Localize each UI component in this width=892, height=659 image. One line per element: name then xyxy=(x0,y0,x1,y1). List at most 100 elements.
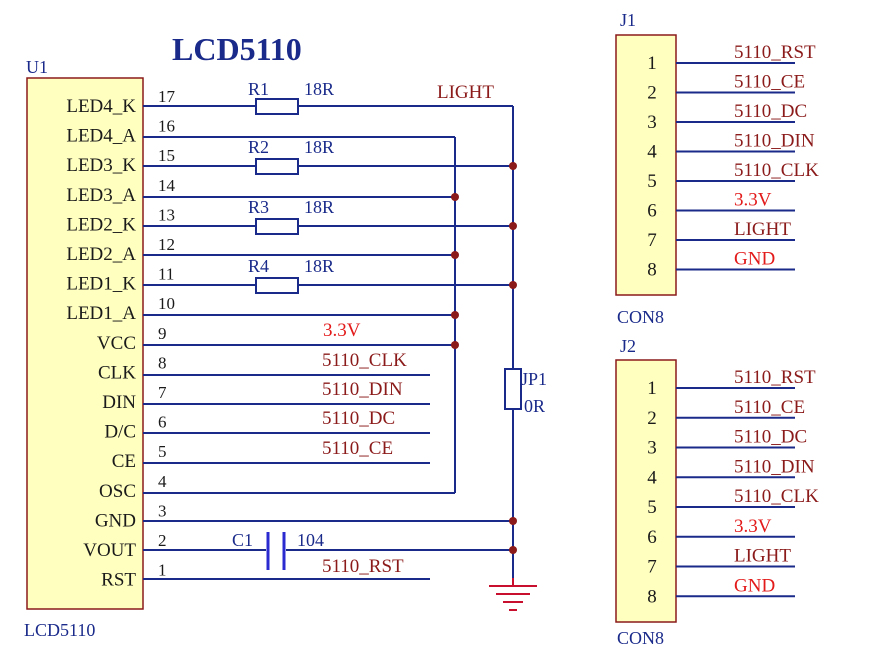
u1-pin-number: 8 xyxy=(158,353,167,372)
connector-net-label: 5110_DIN xyxy=(734,131,815,152)
connector-value: CON8 xyxy=(617,307,664,327)
junction-dot xyxy=(451,311,459,319)
junction-dot xyxy=(509,517,517,525)
connector-refdes: J1 xyxy=(620,10,636,30)
connector-net-label: LIGHT xyxy=(734,546,791,567)
connector-net-label: 3.3V xyxy=(734,516,772,537)
u1-pin-name: LED3_A xyxy=(66,185,136,206)
net-label-clk: 5110_CLK xyxy=(322,350,407,371)
junction-dot xyxy=(451,193,459,201)
connector-pin-number: 1 xyxy=(647,53,657,74)
u1-pin-name: LED3_K xyxy=(66,155,136,176)
connector-pin-number: 3 xyxy=(647,438,657,459)
u1-pin-number: 9 xyxy=(158,324,167,343)
resistor-r2 xyxy=(255,158,299,175)
u1-pin-name: LED1_A xyxy=(66,303,136,324)
u1-pin-name: GND xyxy=(95,510,136,531)
r4-value: 18R xyxy=(304,256,334,276)
connector-body xyxy=(615,359,677,623)
u1-pin-number: 12 xyxy=(158,235,175,254)
u1-pin-name: D/C xyxy=(104,422,136,443)
connector-net-label: 3.3V xyxy=(734,190,772,211)
jp1-value: 0R xyxy=(524,396,545,416)
connector-pin-number: 5 xyxy=(647,171,657,192)
jumper-jp1 xyxy=(504,368,522,410)
u1-pin-number: 10 xyxy=(158,294,175,313)
connector-pin-number: 8 xyxy=(647,260,657,281)
r1-ref: R1 xyxy=(248,79,269,99)
net-label-vcc: 3.3V xyxy=(323,320,361,341)
u1-pin-number: 1 xyxy=(158,561,167,580)
junction-dot xyxy=(509,162,517,170)
connector-value: CON8 xyxy=(617,628,664,648)
r3-ref: R3 xyxy=(248,197,269,217)
junction-dot xyxy=(509,222,517,230)
junction-dot xyxy=(451,251,459,259)
connector-pin-number: 6 xyxy=(647,201,657,222)
u1-pin-name: VCC xyxy=(97,333,136,354)
u1-pin-number: 17 xyxy=(158,87,176,106)
r2-ref: R2 xyxy=(248,137,269,157)
connector-net-label: GND xyxy=(734,575,775,596)
connector-body xyxy=(615,34,677,296)
junction-dot xyxy=(509,546,517,554)
u1-pin-number: 14 xyxy=(158,176,176,195)
u1-pin-number: 7 xyxy=(158,383,167,402)
net-label-ce: 5110_CE xyxy=(322,438,393,459)
u1-pin-number: 15 xyxy=(158,146,175,165)
r4-ref: R4 xyxy=(248,256,269,276)
junction-dot xyxy=(509,281,517,289)
connector-pin-number: 8 xyxy=(647,586,657,607)
resistor-r4 xyxy=(255,277,299,294)
u1-pin-name: LED2_K xyxy=(66,214,136,235)
c1-value: 104 xyxy=(297,530,324,550)
connector-pin-number: 5 xyxy=(647,497,657,518)
connector-net-label: 5110_CE xyxy=(734,72,805,93)
connector-net-label: 5110_RST xyxy=(734,367,816,388)
connector-pin-number: 4 xyxy=(647,467,657,488)
connector-pin-number: 1 xyxy=(647,378,657,399)
connector-net-label: 5110_DIN xyxy=(734,456,815,477)
connector-refdes: J2 xyxy=(620,336,636,356)
u1-pin-name: DIN xyxy=(102,392,136,413)
ground-icon xyxy=(489,578,537,611)
schematic-title: LCD5110 xyxy=(172,31,302,67)
u1-body xyxy=(26,77,144,610)
r1-value: 18R xyxy=(304,79,334,99)
connector-net-label: 5110_DC xyxy=(734,427,807,448)
connector-net-label: 5110_CE xyxy=(734,397,805,418)
connector-net-label: 5110_CLK xyxy=(734,160,819,181)
u1-pin-number: 5 xyxy=(158,442,167,461)
u1-value: LCD5110 xyxy=(24,620,95,640)
r3-value: 18R xyxy=(304,197,334,217)
u1-pin-name: RST xyxy=(101,570,136,591)
connector-pin-number: 2 xyxy=(647,408,657,429)
u1-refdes: U1 xyxy=(26,57,48,77)
u1-pin-number: 11 xyxy=(158,265,174,284)
r2-value: 18R xyxy=(304,137,334,157)
connector-pin-number: 7 xyxy=(647,230,657,251)
connector-pin-number: 7 xyxy=(647,557,657,578)
u1-pin-number: 13 xyxy=(158,205,175,224)
jp1-ref: JP1 xyxy=(521,369,547,389)
net-label-rst: 5110_RST xyxy=(322,556,404,577)
u1-pin-name: LED4_K xyxy=(66,96,136,117)
net-label-light: LIGHT xyxy=(437,82,494,103)
u1-pin-number: 3 xyxy=(158,501,167,520)
connector-pin-number: 2 xyxy=(647,83,657,104)
u1-pin-name: LED1_K xyxy=(66,274,136,295)
u1-pin-name: VOUT xyxy=(83,540,136,561)
u1-pin-name: LED2_A xyxy=(66,244,136,265)
resistor-r1 xyxy=(255,98,299,115)
u1-pin-name: LED4_A xyxy=(66,126,136,147)
u1-pin-number: 2 xyxy=(158,531,167,550)
connector-pin-number: 6 xyxy=(647,527,657,548)
connector-net-label: 5110_CLK xyxy=(734,486,819,507)
u1-pin-number: 6 xyxy=(158,413,167,432)
u1-pin-number: 4 xyxy=(158,472,167,491)
net-label-din: 5110_DIN xyxy=(322,379,403,400)
